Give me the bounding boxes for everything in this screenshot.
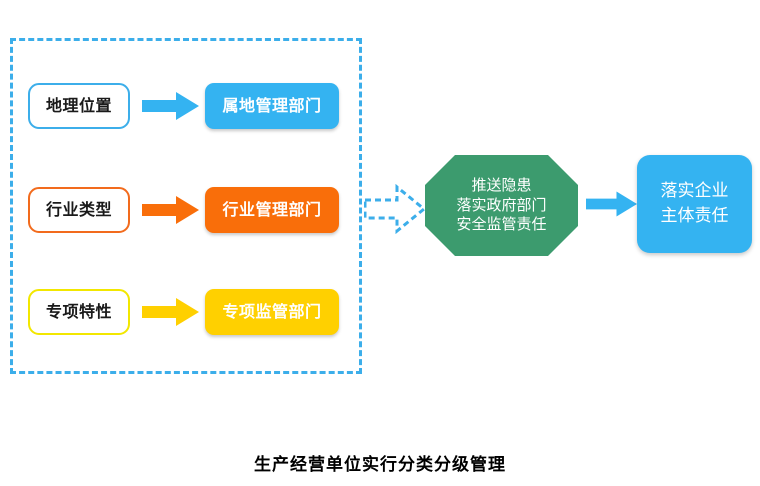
dept-box-industry-label: 行业管理部门: [222, 199, 322, 219]
hub-line-2: 落实政府部门: [456, 195, 547, 214]
hub-octagon-label: 推送隐患 落实政府部门 安全监管责任: [425, 155, 578, 256]
source-box-industry-type-label: 行业类型: [45, 199, 112, 219]
source-box-special-feature-label: 专项特性: [45, 301, 112, 321]
arrow-geo-to-territorial: [142, 91, 200, 121]
arrow-industry-to-industrydept: [142, 195, 200, 225]
hub-line-1: 推送隐患: [471, 175, 532, 194]
source-box-geography[interactable]: 地理位置: [28, 83, 130, 129]
dept-box-industry[interactable]: 行业管理部门: [205, 187, 339, 233]
dept-box-special-supervision[interactable]: 专项监管部门: [205, 289, 339, 335]
arrow-special-to-specialdept: [142, 297, 200, 327]
hub-line-3: 安全监管责任: [456, 215, 547, 234]
dept-box-special-supervision-label: 专项监管部门: [222, 301, 322, 321]
dept-box-territorial-label: 属地管理部门: [222, 95, 322, 115]
diagram-caption: 生产经营单位实行分类分级管理: [254, 455, 506, 475]
result-box-label: 落实企业 主体责任: [661, 179, 729, 228]
source-box-special-feature[interactable]: 专项特性: [28, 289, 130, 335]
source-box-geography-label: 地理位置: [45, 95, 112, 115]
classification-group-box: [10, 38, 362, 374]
dept-box-territorial[interactable]: 属地管理部门: [205, 83, 339, 129]
dashed-arrow-to-hub: [364, 184, 426, 234]
result-box-enterprise-responsibility[interactable]: 落实企业 主体责任: [637, 155, 752, 253]
result-line-1: 落实企业: [660, 181, 729, 202]
hub-octagon[interactable]: 推送隐患 落实政府部门 安全监管责任: [425, 155, 578, 256]
arrow-hub-to-result: [586, 189, 638, 219]
source-box-industry-type[interactable]: 行业类型: [28, 187, 130, 233]
result-line-2: 主体责任: [660, 206, 729, 226]
